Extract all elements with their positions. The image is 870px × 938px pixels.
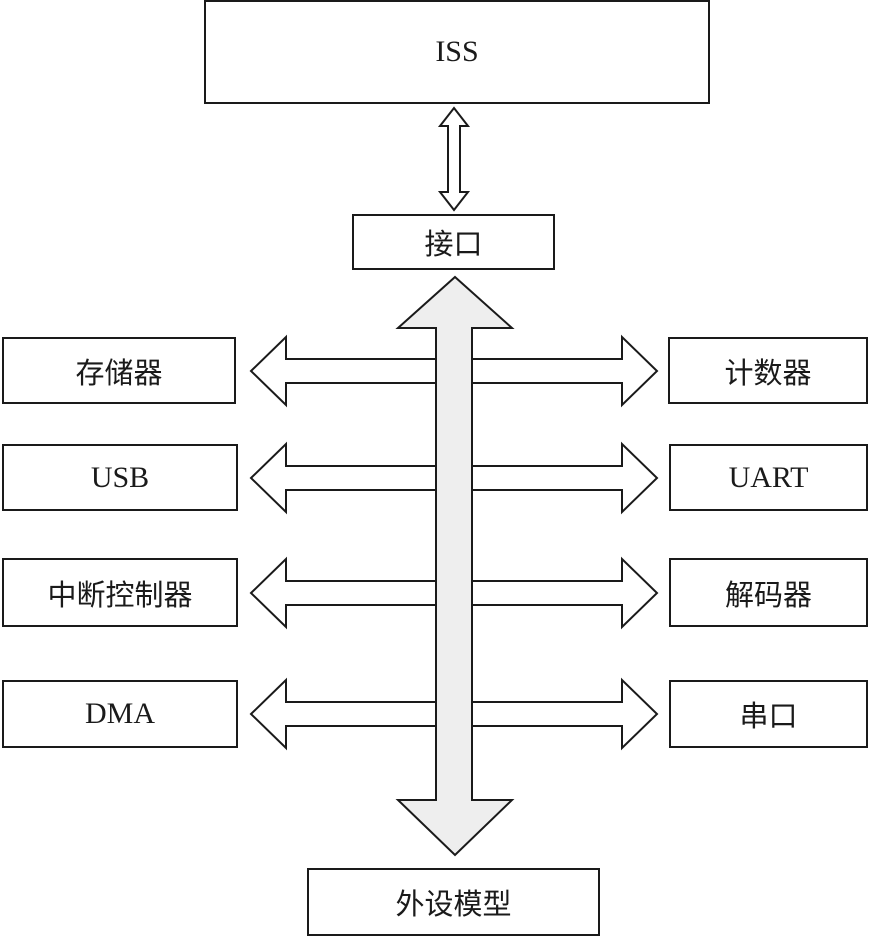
interface-label: 接口 [424, 227, 483, 261]
module-interrupt-controller-label: 中断控制器 [47, 577, 193, 612]
module-dma-label: DMA [84, 697, 155, 730]
module-storage-label: 存储器 [75, 355, 163, 390]
module-serial-port-label: 串口 [739, 699, 798, 733]
module-uart: UART [669, 444, 868, 511]
module-serial-port: 串口 [669, 680, 868, 748]
module-counter: 计数器 [668, 337, 868, 404]
iss-label: ISS [435, 35, 479, 68]
module-counter-label: 计数器 [724, 355, 812, 390]
main-bus-arrow [395, 275, 515, 857]
module-usb: USB [2, 444, 238, 511]
peripheral-model-block: 外设模型 [307, 868, 600, 936]
interface-block: 接口 [352, 214, 555, 270]
iss-interface-arrow [437, 106, 471, 212]
iss-block: ISS [204, 0, 710, 104]
module-interrupt-controller: 中断控制器 [2, 558, 238, 627]
module-usb-label: USB [90, 460, 150, 494]
module-uart-label: UART [728, 460, 809, 494]
peripheral-model-label: 外设模型 [395, 887, 512, 921]
module-dma: DMA [2, 680, 238, 748]
module-decoder-label: 解码器 [724, 577, 812, 612]
module-decoder: 解码器 [669, 558, 868, 627]
module-storage: 存储器 [2, 337, 236, 404]
